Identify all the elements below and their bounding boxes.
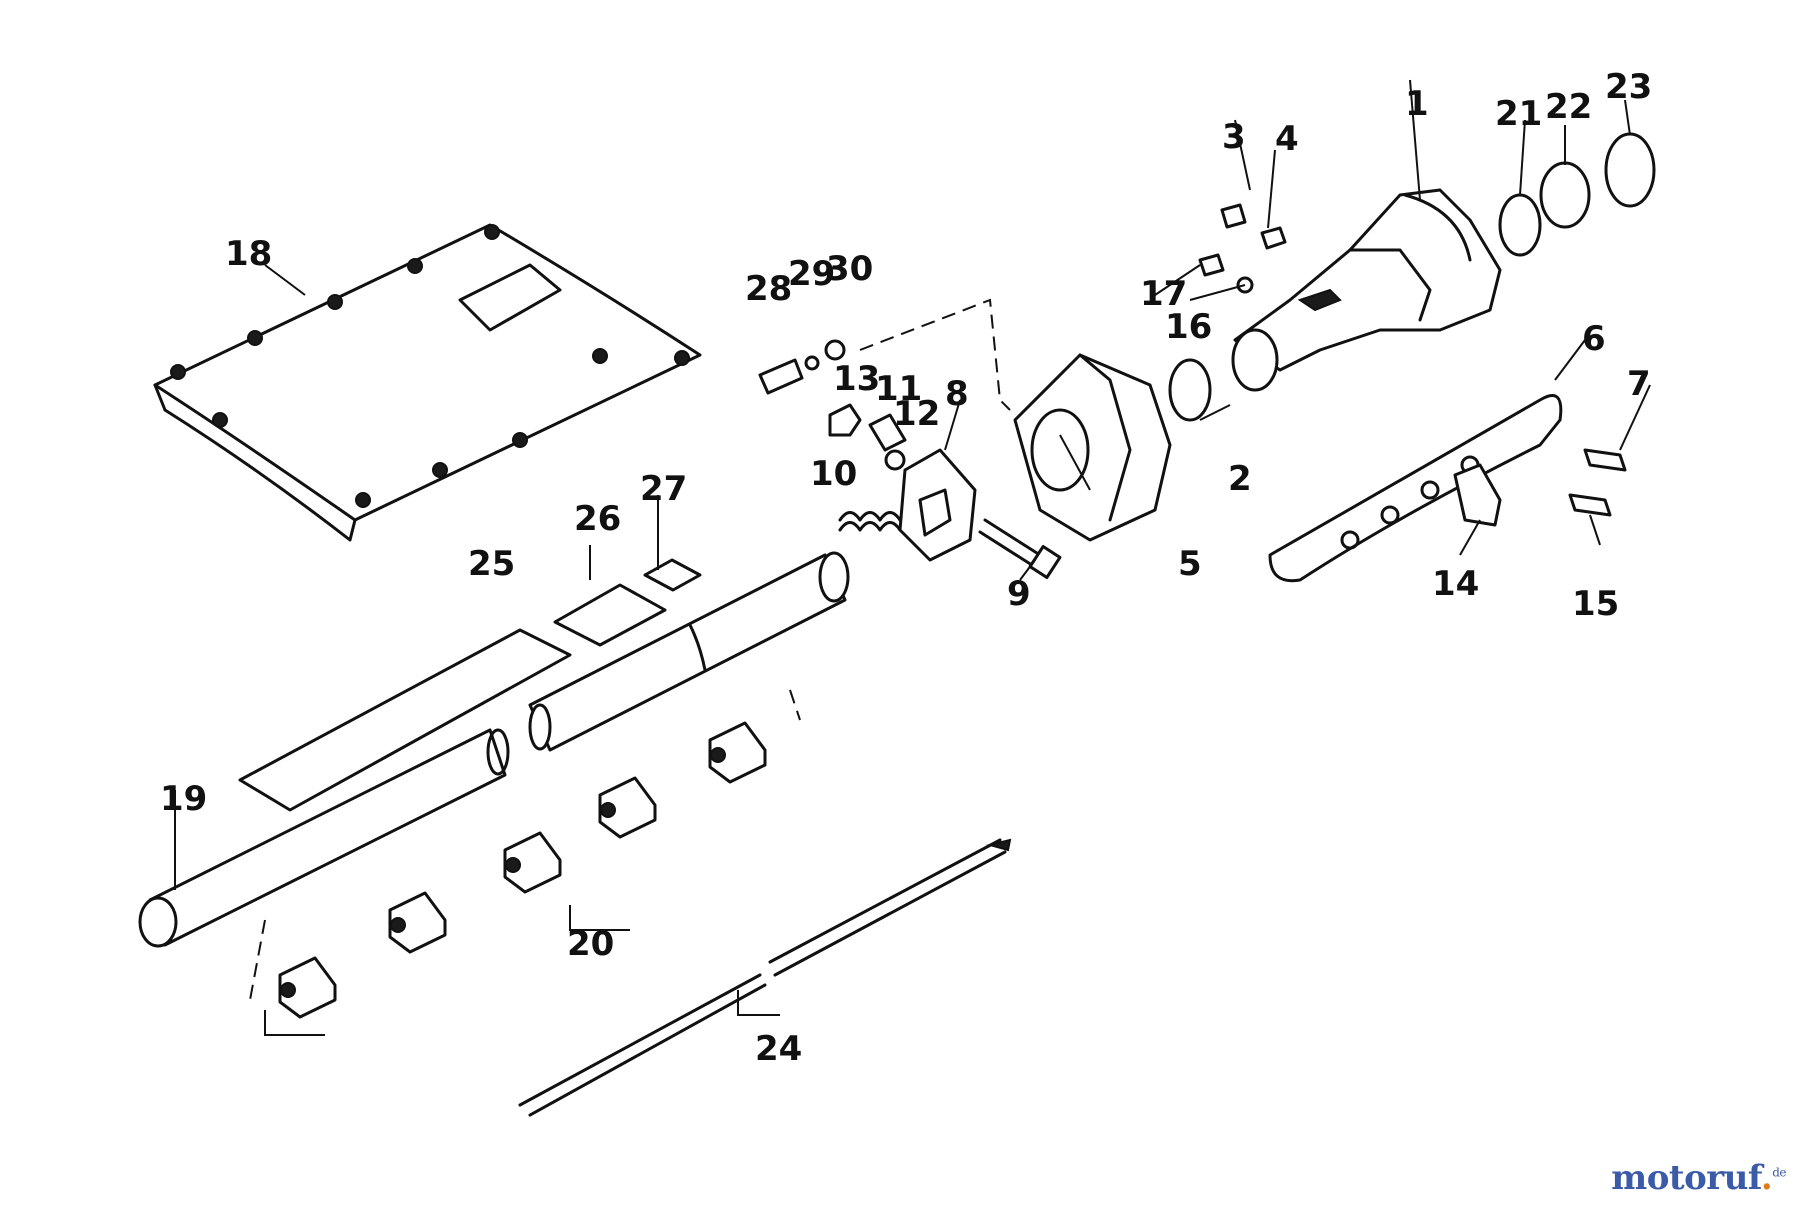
part-24-drive-shaft bbox=[518, 838, 1012, 1117]
callout-15: 15 bbox=[1572, 584, 1619, 624]
part-9-bolt bbox=[978, 518, 1062, 580]
callout-28: 28 bbox=[745, 269, 792, 309]
callout-29: 29 bbox=[788, 254, 835, 294]
callout-20: 20 bbox=[567, 924, 614, 964]
parts-7-15-bolts bbox=[1568, 448, 1627, 517]
callout-16: 16 bbox=[1165, 307, 1212, 347]
watermark-tld: de bbox=[1772, 1165, 1786, 1180]
callout-1: 1 bbox=[1405, 84, 1429, 124]
callout-25: 25 bbox=[468, 544, 515, 584]
part-8-clamp bbox=[898, 448, 977, 562]
part-1-gear-head bbox=[1231, 188, 1502, 392]
callouts: 1 2 3 4 5 6 7 8 9 10 11 12 13 14 15 16 1… bbox=[160, 67, 1652, 1069]
callout-17: 17 bbox=[1140, 274, 1187, 314]
part-20-bushings bbox=[278, 721, 767, 1019]
parts-28-29-30-screw bbox=[758, 339, 846, 395]
callout-19: 19 bbox=[160, 779, 207, 819]
callout-21: 21 bbox=[1495, 94, 1542, 134]
callout-13: 13 bbox=[833, 359, 880, 399]
callout-26: 26 bbox=[574, 499, 621, 539]
watermark-dot: . bbox=[1760, 1158, 1773, 1198]
callout-22: 22 bbox=[1545, 87, 1592, 127]
callout-27: 27 bbox=[640, 469, 687, 509]
part-26-decal bbox=[553, 583, 667, 647]
watermark-logo: motoruf.de bbox=[1611, 1158, 1786, 1198]
part-25-decal bbox=[238, 628, 572, 812]
parts-3-4-16-17-fasteners bbox=[1198, 203, 1287, 294]
callout-12: 12 bbox=[893, 394, 940, 434]
callout-23: 23 bbox=[1605, 67, 1652, 107]
parts-11-12-13-fasteners bbox=[828, 403, 907, 471]
callout-8: 8 bbox=[945, 374, 969, 414]
leader-lines bbox=[174, 79, 1651, 1036]
callout-18: 18 bbox=[225, 234, 272, 274]
part-5-housing bbox=[1013, 353, 1172, 542]
callout-3: 3 bbox=[1222, 117, 1246, 157]
part-14-hook bbox=[1453, 463, 1502, 527]
callout-10: 10 bbox=[810, 454, 857, 494]
part-27-label bbox=[643, 558, 702, 592]
callout-14: 14 bbox=[1432, 564, 1479, 604]
part-2-ring bbox=[1168, 358, 1212, 422]
part-18-shield-plate bbox=[153, 223, 702, 542]
callout-6: 6 bbox=[1582, 319, 1606, 359]
callout-9: 9 bbox=[1007, 574, 1031, 614]
part-19-outer-tube bbox=[138, 728, 510, 948]
part-10-spring bbox=[838, 511, 902, 532]
inner-tube bbox=[528, 551, 850, 752]
callout-2: 2 bbox=[1228, 459, 1252, 499]
callout-24: 24 bbox=[755, 1029, 802, 1069]
callout-4: 4 bbox=[1275, 119, 1299, 159]
part-6-bracket bbox=[1268, 394, 1563, 583]
callout-5: 5 bbox=[1178, 544, 1202, 584]
watermark-brand: motoruf bbox=[1611, 1158, 1761, 1198]
callout-11: 11 bbox=[875, 369, 922, 409]
callout-30: 30 bbox=[826, 249, 873, 289]
callout-7: 7 bbox=[1627, 364, 1651, 404]
